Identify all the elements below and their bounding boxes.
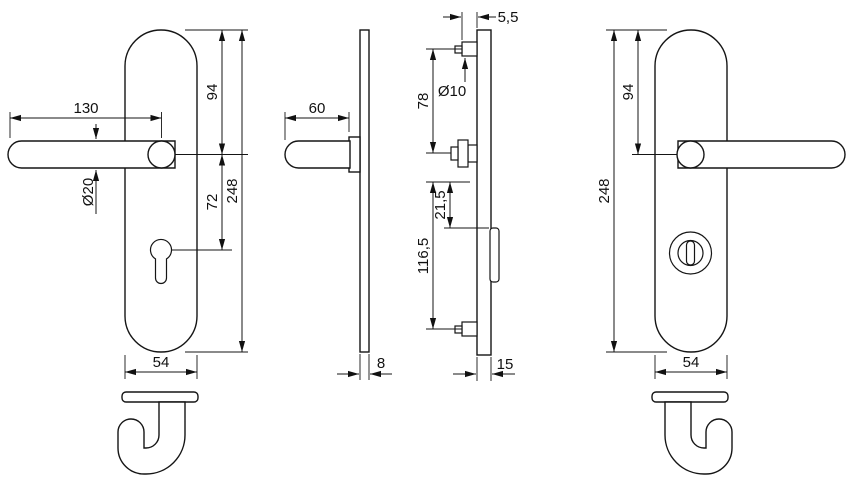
lever-handle-right — [677, 140, 846, 169]
dim-text-screw-to-spindle: 78 — [415, 93, 432, 110]
lever-handle — [7, 140, 176, 169]
spindle-hub — [467, 144, 478, 163]
euro-cylinder-cutout — [149, 238, 173, 285]
backplate-side-outline — [359, 29, 370, 353]
dim-text-spindle-to-cylinder: 21,5 — [432, 190, 449, 219]
view-front-right: 94 248 54 — [596, 29, 846, 379]
dim-text-handle-to-cylinder: 72 — [204, 194, 221, 211]
spindle-flange — [457, 139, 469, 168]
spindle-stub — [450, 146, 459, 161]
plate-top-view — [121, 391, 199, 403]
view-side-handle: 60 8 — [284, 29, 392, 380]
dim-text-plate-width-right: 54 — [683, 354, 700, 371]
backplate-outline — [124, 29, 198, 353]
dim-text-plate-width: 54 — [153, 354, 170, 371]
plate-top-view-right — [651, 391, 729, 403]
dim-text-spindle-to-screw: 116,5 — [415, 238, 432, 274]
view-top-right-handle — [651, 391, 733, 475]
handle-grip-top-view-right — [664, 401, 733, 475]
dim-text-plate-depth: 15 — [497, 356, 514, 373]
dim-text-handle-projection: 60 — [309, 100, 326, 117]
top-screw-boss — [461, 41, 478, 57]
dim-text-plate-height-right: 248 — [596, 178, 613, 203]
view-front-left: 130 Ø20 94 72 248 54 — [7, 29, 248, 379]
view-top-left-handle — [117, 391, 199, 475]
dim-text-plate-height: 248 — [224, 178, 241, 203]
backplate-outline-right — [654, 29, 728, 353]
handle-grip-top-view — [117, 401, 186, 475]
dim-text-plate-thickness: 8 — [377, 355, 385, 372]
cylinder-bump — [489, 227, 500, 283]
bottom-screw-boss — [461, 321, 478, 337]
bottom-screw-tip — [454, 325, 463, 334]
handle-rose-right — [676, 140, 705, 169]
dim-text-screw-protrusion: 5,5 — [498, 9, 519, 26]
dim-text-handle-diameter: Ø20 — [80, 178, 97, 206]
cylinder-protection-slot — [685, 240, 696, 266]
dim-text-top-to-handle-right: 94 — [620, 84, 637, 101]
top-screw-tip — [454, 45, 463, 54]
dim-text-screw-diameter: Ø10 — [438, 83, 466, 100]
dim-text-handle-length: 130 — [73, 100, 98, 117]
dim-text-top-to-handle: 94 — [204, 84, 221, 101]
handle-rose — [147, 140, 176, 169]
view-side-fixings: 5,5 Ø10 78 21,5 116,5 15 — [415, 9, 518, 381]
inner-plate-outline — [476, 29, 492, 356]
lever-side-outline — [284, 140, 351, 169]
